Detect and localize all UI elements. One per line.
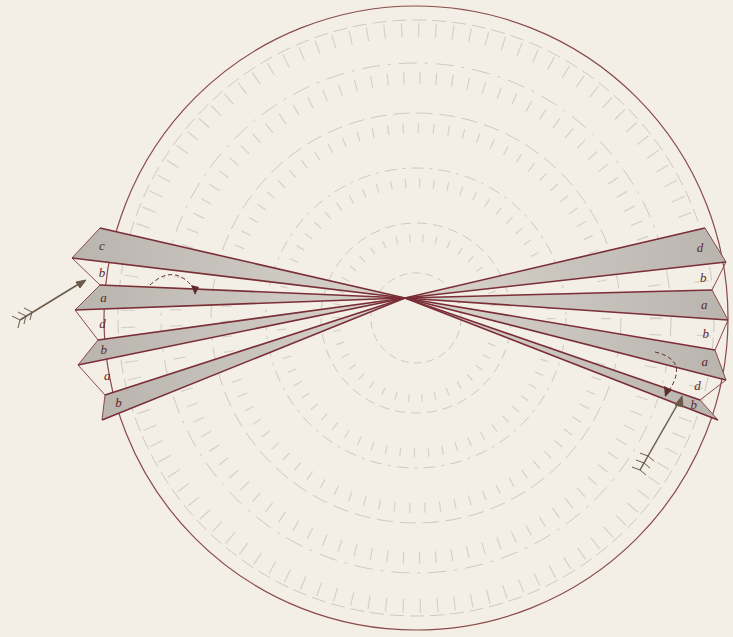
letter-label: d (99, 317, 106, 330)
letter-label: b (99, 266, 106, 279)
letter-label: b (101, 343, 108, 356)
letter-label: b (115, 396, 122, 409)
letter-label: d (697, 241, 704, 254)
arrow-left (12, 280, 86, 328)
letter-label: b (702, 327, 709, 340)
letter-label: a (104, 369, 111, 382)
letter-label: a (701, 355, 708, 368)
left-fan (72, 228, 405, 420)
right-fan (405, 228, 728, 420)
arrow-right (632, 396, 683, 475)
letter-label: b (691, 398, 698, 411)
letter-label: a (701, 298, 708, 311)
letter-label: a (100, 291, 107, 304)
letter-label: d (694, 379, 701, 392)
letter-label: b (700, 271, 707, 284)
letter-label: c (99, 239, 105, 252)
